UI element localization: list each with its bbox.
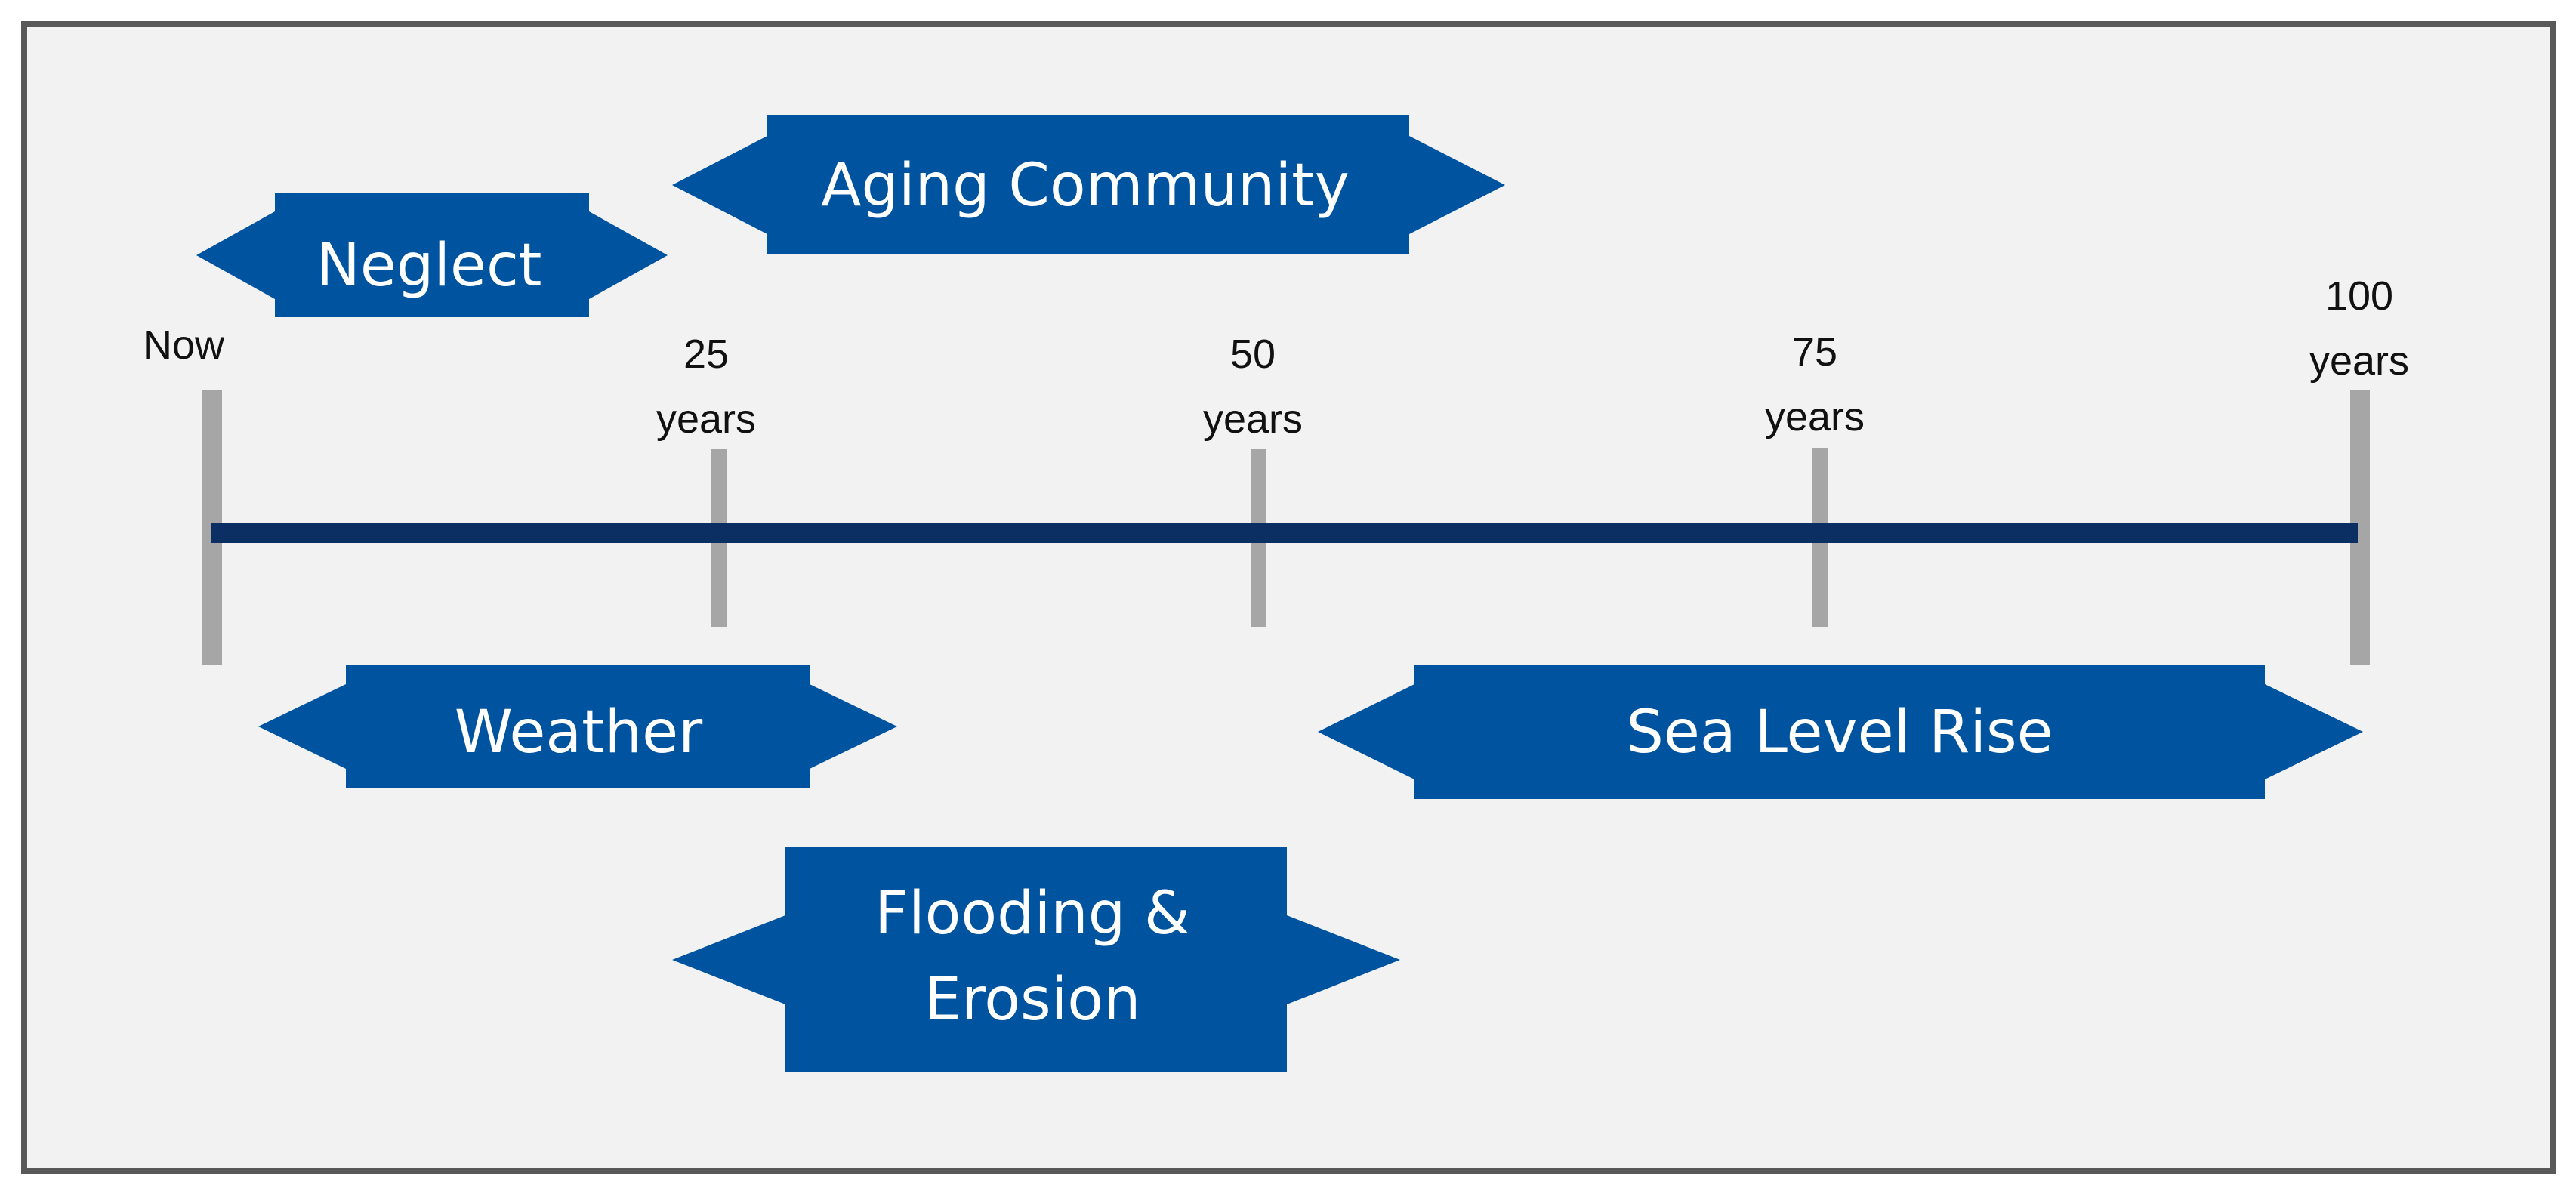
tick-label: years xyxy=(2309,338,2409,384)
factor-label: Sea Level Rise xyxy=(1626,699,2053,767)
factor-label: Flooding & xyxy=(875,880,1190,948)
factor-arrow-box xyxy=(196,193,668,317)
tick-label: 25 xyxy=(683,332,729,377)
factor-flooding-erosion: Flooding & Erosion xyxy=(672,847,1400,1072)
tick-label: 75 xyxy=(1792,329,1837,375)
tick-t50: 50 years xyxy=(1203,332,1303,627)
factor-label: Erosion xyxy=(924,966,1141,1034)
tick-label: Now xyxy=(143,322,225,368)
factor-weather: Weather xyxy=(258,665,897,788)
factor-neglect: Neglect xyxy=(196,193,668,317)
factor-aging-community: Aging Community xyxy=(672,115,1505,254)
factor-label: Neglect xyxy=(316,232,542,300)
factor-arrow-box xyxy=(672,847,1400,1072)
tick-label: 50 xyxy=(1230,332,1276,377)
factor-label: Weather xyxy=(455,699,703,767)
tick-label: years xyxy=(1203,396,1303,442)
tick-t100: 100 years xyxy=(2309,273,2409,665)
tick-label: years xyxy=(1765,394,1865,440)
factor-arrow-box xyxy=(672,115,1505,254)
tick-label: years xyxy=(656,396,756,442)
factor-arrow-box xyxy=(258,665,897,788)
factor-sea-level-rise: Sea Level Rise xyxy=(1318,665,2363,799)
factor-arrow-box xyxy=(1318,665,2363,799)
tick-label: 100 xyxy=(2325,273,2393,319)
factor-label: Aging Community xyxy=(821,152,1350,220)
